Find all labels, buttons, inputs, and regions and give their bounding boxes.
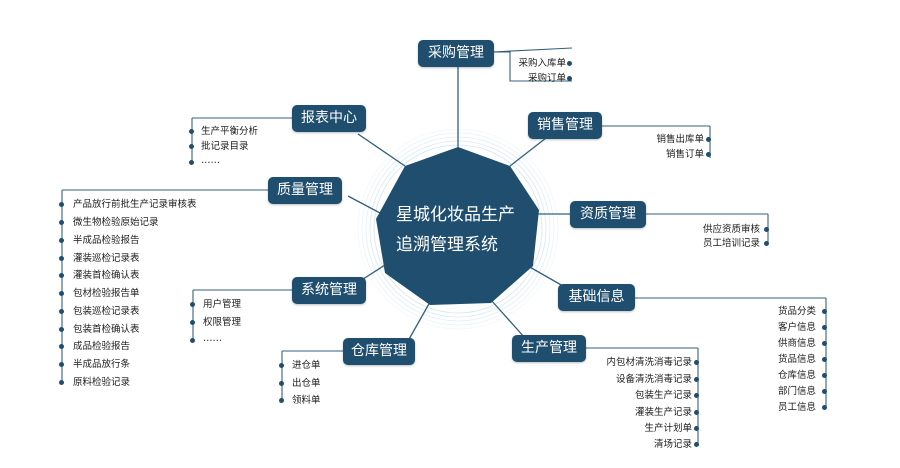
list-item[interactable]: 用户管理	[203, 299, 242, 310]
list-item[interactable]: 部门信息	[777, 386, 816, 397]
bullet-dot	[822, 405, 827, 410]
bullet-dot	[822, 357, 827, 362]
list-item[interactable]: ……	[201, 155, 220, 166]
module-system[interactable]: 系统管理	[292, 277, 366, 304]
bullet-dot	[189, 129, 194, 134]
bullet-dot	[59, 238, 64, 243]
bullet-dot	[822, 341, 827, 346]
list-item[interactable]: 权限管理	[203, 317, 242, 328]
list-item[interactable]: 灌装巡检记录表	[73, 253, 140, 264]
list-item[interactable]: 采购订单	[527, 73, 566, 84]
list-item[interactable]: 半成品检验报告	[73, 235, 140, 246]
list-item[interactable]: 员工培训记录	[702, 238, 760, 249]
bullet-dot	[694, 393, 699, 398]
bullet-dot	[59, 291, 64, 296]
list-item[interactable]: 内包材清洗消毒记录	[606, 357, 692, 368]
bullet-dot	[59, 362, 64, 367]
bullet-dot	[59, 327, 64, 332]
list-item[interactable]: 包装生产记录	[634, 390, 692, 401]
list-item[interactable]: 灌装首检确认表	[73, 270, 140, 281]
list-item[interactable]: 进仓单	[292, 360, 321, 371]
list-item[interactable]: 货品信息	[777, 354, 816, 365]
bullet-dot	[694, 360, 699, 365]
bullet-dot	[59, 344, 64, 349]
list-item[interactable]: 供应资质审核	[702, 224, 760, 235]
bullet-dot	[694, 426, 699, 431]
module-basic-info[interactable]: 基础信息	[558, 284, 635, 311]
bullet-dot	[59, 256, 64, 261]
bullet-dot	[59, 273, 64, 278]
list-item[interactable]: 包装首检确认表	[73, 324, 140, 335]
module-sales[interactable]: 销售管理	[528, 112, 602, 139]
branch-lines	[61, 47, 827, 444]
system-title-line2: 追溯管理系统	[396, 235, 498, 255]
module-quality[interactable]: 质量管理	[268, 177, 342, 204]
module-reports[interactable]: 报表中心	[292, 105, 366, 132]
bullet-dot	[694, 410, 699, 415]
bullet-dot	[59, 202, 64, 207]
bullet-dot	[706, 152, 711, 157]
system-title: 星城化妆品生产 追溯管理系统	[396, 200, 515, 260]
bullet-dot	[567, 61, 572, 66]
list-item[interactable]: 灌装生产记录	[634, 407, 692, 418]
bullet-dot	[59, 380, 64, 385]
list-item[interactable]: 设备清洗消毒记录	[615, 374, 692, 385]
bullet-dot	[822, 325, 827, 330]
bullet-dot	[190, 320, 195, 325]
list-item[interactable]: 产品放行前批生产记录审核表	[73, 199, 197, 210]
list-item[interactable]: 供商信息	[777, 338, 816, 349]
bullet-dot	[279, 381, 284, 386]
bullet-dot	[694, 442, 699, 447]
bullet-dot	[189, 144, 194, 149]
bullet-dot	[764, 241, 769, 246]
list-item[interactable]: 包材检验报告单	[73, 288, 140, 299]
module-purchase[interactable]: 采购管理	[418, 40, 494, 67]
bullet-dot	[764, 227, 769, 232]
list-item[interactable]: 采购入库单	[518, 58, 566, 69]
list-item[interactable]: 销售订单	[665, 149, 704, 160]
bullet-dot	[567, 76, 572, 81]
list-item[interactable]: 销售出库单	[656, 134, 704, 145]
bullet-dot	[822, 373, 827, 378]
bullet-dot	[190, 302, 195, 307]
module-production[interactable]: 生产管理	[512, 335, 586, 362]
bullet-dot	[694, 377, 699, 382]
center-polygon	[376, 147, 539, 305]
bullet-dot	[190, 338, 195, 343]
list-item[interactable]: 原料检验记录	[73, 377, 131, 388]
list-item[interactable]: 批记录目录	[201, 141, 249, 152]
list-item[interactable]: ……	[203, 333, 222, 344]
list-item[interactable]: 清场记录	[653, 439, 692, 450]
module-warehouse[interactable]: 仓库管理	[343, 338, 415, 365]
list-item[interactable]: 员工信息	[777, 402, 816, 413]
bullet-dot	[59, 309, 64, 314]
bullet-dot	[59, 220, 64, 225]
list-item[interactable]: 半成品放行条	[73, 359, 131, 370]
bullet-dot	[279, 363, 284, 368]
list-item[interactable]: 成品检验报告	[73, 341, 131, 352]
list-item[interactable]: 客户信息	[777, 322, 816, 333]
system-title-line1: 星城化妆品生产	[396, 205, 515, 225]
module-qualification[interactable]: 资质管理	[570, 201, 646, 228]
list-item[interactable]: 包装巡检记录表	[73, 306, 140, 317]
list-item[interactable]: 出仓单	[292, 378, 321, 389]
bullet-dot	[822, 309, 827, 314]
bullet-dot	[822, 389, 827, 394]
list-item[interactable]: 领料单	[292, 395, 321, 406]
bullet-dot	[189, 160, 194, 165]
bullet-dot	[706, 137, 711, 142]
list-item[interactable]: 生产平衡分析	[201, 126, 259, 137]
list-item[interactable]: 仓库信息	[777, 370, 816, 381]
bullet-dot	[279, 398, 284, 403]
list-item[interactable]: 生产计划单	[644, 423, 692, 434]
list-item[interactable]: 货品分类	[777, 306, 816, 317]
list-item[interactable]: 微生物检验原始记录	[73, 217, 159, 228]
